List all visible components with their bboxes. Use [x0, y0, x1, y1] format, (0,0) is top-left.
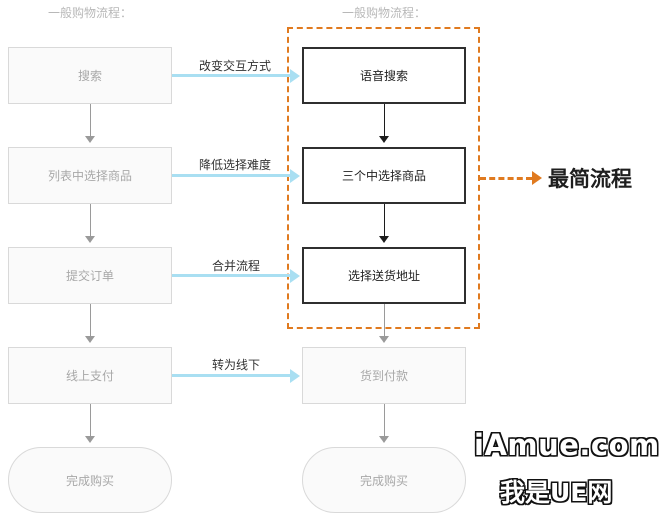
right-arrow-line-4 [384, 404, 385, 436]
right-step-voice-search: 语音搜索 [302, 47, 466, 104]
left-arrow-head-4 [85, 436, 95, 443]
left-arrow-line-2 [90, 204, 91, 236]
side-title: 最简流程 [548, 167, 632, 191]
left-arrow-line-4 [90, 404, 91, 436]
connector-label-interaction: 改变交互方式 [199, 59, 272, 73]
right-column-heading: 一般购物流程： [342, 6, 427, 20]
right-arrow-head-2 [379, 236, 389, 243]
watermark-site: iAmue.com [474, 428, 660, 462]
connector-arrow-line-3 [172, 274, 290, 277]
simplified-steps-frame [287, 27, 480, 329]
left-step-submit-order: 提交订单 [8, 247, 172, 304]
left-arrow-line-1 [90, 104, 91, 136]
right-step-choose-address: 选择送货地址 [302, 247, 466, 304]
left-step-online-payment: 线上支付 [8, 347, 172, 404]
connector-arrow-head-1 [290, 69, 300, 83]
right-arrow-head-3 [379, 336, 389, 343]
left-step-search: 搜索 [8, 47, 172, 104]
connector-arrow-head-4 [290, 369, 300, 383]
left-arrow-line-3 [90, 304, 91, 336]
connector-label-offline: 转为线下 [212, 358, 261, 372]
right-step-cash-on-delivery: 货到付款 [302, 347, 466, 404]
right-arrow-line-3 [384, 304, 385, 336]
connector-label-reduce-difficulty: 降低选择难度 [199, 158, 272, 172]
connector-label-merge-process: 合并流程 [212, 259, 261, 273]
left-arrow-head-1 [85, 136, 95, 143]
right-step-choose-from-three: 三个中选择商品 [302, 147, 466, 204]
left-step-select-from-list: 列表中选择商品 [8, 147, 172, 204]
right-arrow-line-1 [384, 104, 385, 136]
connector-arrow-head-2 [290, 169, 300, 183]
left-arrow-head-2 [85, 236, 95, 243]
connector-arrow-line-2 [172, 174, 290, 177]
right-step-complete-purchase: 完成购买 [302, 447, 466, 513]
side-arrow-line [480, 177, 532, 180]
connector-arrow-line-1 [172, 74, 290, 77]
connector-arrow-line-4 [172, 374, 290, 377]
left-column-heading: 一般购物流程： [48, 6, 133, 20]
left-step-complete-purchase: 完成购买 [8, 447, 172, 513]
right-arrow-head-1 [379, 136, 389, 143]
watermark-name: 我是UE网 [500, 478, 613, 507]
left-arrow-head-3 [85, 336, 95, 343]
right-arrow-line-2 [384, 204, 385, 236]
connector-arrow-head-3 [290, 269, 300, 283]
side-arrow-head [532, 171, 542, 185]
right-arrow-head-4 [379, 436, 389, 443]
